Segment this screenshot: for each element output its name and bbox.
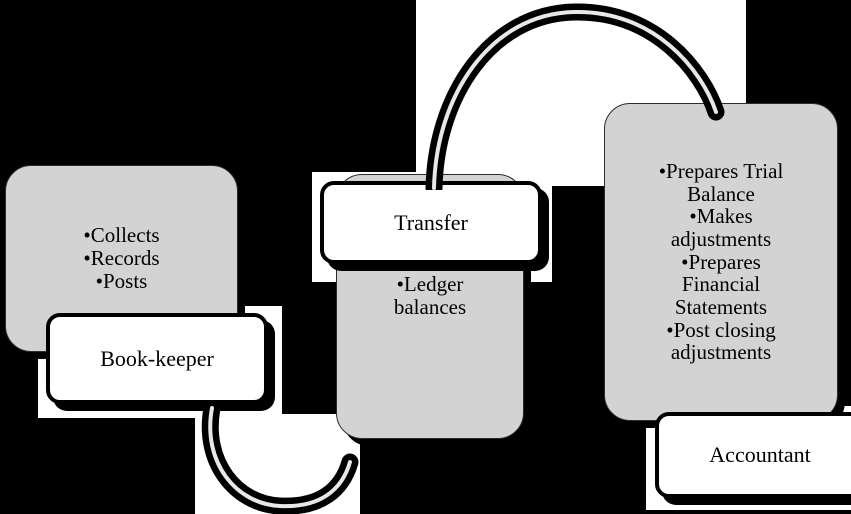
accountant-bullet-3-cont1: Financial: [681, 272, 761, 297]
card-transfer[interactable]: Transfer: [320, 181, 542, 264]
bookkeeper-bullet-3: •Posts: [95, 268, 148, 293]
bookkeeper-bullet-2: •Records: [83, 246, 160, 271]
ledger-bullet-1-cont: balances: [393, 294, 467, 319]
bookkeeper-bullet-1: •Collects: [83, 223, 160, 248]
accountant-bullet-1-cont: Balance: [687, 181, 755, 206]
accountant-bullet-4-cont: adjustments: [670, 340, 772, 365]
accountant-bullet-2: •Makes: [689, 204, 753, 229]
card-transfer-label: Transfer: [394, 209, 468, 235]
backing-plate-bottom-arc: [195, 414, 360, 514]
card-bookkeeper-label: Book-keeper: [100, 345, 214, 371]
panel-ledger-text: •Ledger balances: [394, 273, 466, 318]
panel-bookkeeper-text: •Collects •Records •Posts: [83, 224, 159, 292]
accountant-bullet-1: •Prepares Trial: [658, 158, 784, 183]
accountant-bullet-3: •Prepares: [681, 249, 761, 274]
card-accountant-label: Accountant: [709, 442, 811, 468]
panel-accountant-text: •Prepares Trial Balance •Makes adjustmen…: [659, 160, 784, 364]
ledger-bullet-1: •Ledger: [396, 272, 464, 296]
card-accountant[interactable]: Accountant: [655, 412, 851, 498]
accountant-bullet-4: •Post closing: [666, 317, 776, 342]
accountant-bullet-3-cont2: Statements: [674, 295, 768, 319]
panel-accountant[interactable]: •Prepares Trial Balance •Makes adjustmen…: [604, 103, 838, 421]
card-bookkeeper[interactable]: Book-keeper: [46, 313, 268, 404]
accountant-bullet-2-cont: adjustments: [670, 226, 772, 251]
